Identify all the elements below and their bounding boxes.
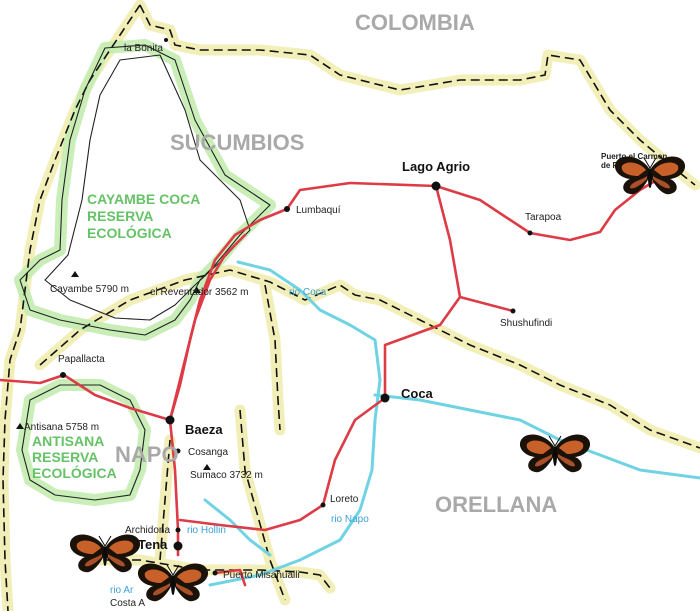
town-dots [60, 38, 533, 576]
reserve-cayambe-line3: ECOLÓGICA [87, 224, 172, 241]
town-lumbaqui: Lumbaquí [296, 205, 341, 216]
reserve-antisana-line2: RESERVA [32, 449, 98, 465]
town-puerto-misahualli: Puerto Misahualli [223, 570, 300, 581]
town-dot-icon [380, 393, 390, 403]
town-dot-icon [173, 541, 183, 551]
butterfly-icon [69, 533, 141, 573]
region-orellana: ORELLANA [435, 492, 557, 517]
peaks [16, 271, 211, 470]
roads [0, 173, 667, 587]
town-tena: Tena [138, 537, 168, 552]
town-dot-icon [431, 181, 441, 191]
town-dot-icon [165, 415, 175, 425]
town-shushufindi: Shushufindi [500, 318, 552, 329]
reserve-outlines [19, 44, 271, 501]
peak-icon [71, 271, 79, 277]
butterfly-icon [519, 433, 591, 473]
town-puerto-carmen-line2: de P [601, 161, 619, 170]
region-colombia: COLOMBIA [355, 10, 475, 35]
reserve-antisana-line3: ECOLÓGICA [32, 464, 117, 481]
town-tarapoa: Tarapoa [525, 212, 562, 223]
reserve-antisana-line1: ANTISANA [32, 433, 104, 449]
peak-reventador-label: el Reventador 3562 m [150, 287, 248, 298]
river-hollin-label: rio Hollin [187, 525, 226, 536]
peak-antisana-label: Antisana 5758 m [24, 422, 99, 433]
town-dot-icon [175, 448, 181, 454]
town-coca: Coca [401, 386, 434, 401]
town-dot-icon [164, 38, 168, 42]
town-dot-icon [527, 230, 533, 236]
town-dot-icon [212, 570, 218, 576]
peak-sumaco-label: Sumaco 3732 m [190, 470, 263, 481]
town-papallacta: Papallacta [58, 354, 105, 365]
peak-cayambe-label: Cayambe 5790 m [50, 284, 129, 295]
town-puerto-carmen-line1: Puerto el Carmen [601, 152, 667, 161]
town-cosanga: Cosanga [188, 447, 228, 458]
river-coca-label: rio Coca [289, 287, 327, 298]
town-dot-icon [60, 372, 66, 378]
town-costa: Costa A [110, 598, 145, 609]
border-lines [2, 4, 700, 611]
town-la-bonita: la Bonita [124, 43, 163, 54]
peak-icon [203, 464, 211, 470]
town-dot-icon [175, 527, 181, 533]
region-napo: NAPO [115, 442, 179, 467]
town-dot-icon [510, 308, 516, 314]
town-lago-agrio: Lago Agrio [402, 159, 470, 174]
town-baeza: Baeza [185, 422, 223, 437]
reserve-cayambe-line2: RESERVA [87, 208, 153, 224]
town-dot-icon [320, 502, 326, 508]
river-arajuno-label: rio Ar [110, 585, 134, 596]
town-loreto: Loreto [330, 494, 359, 505]
rivers [203, 260, 700, 587]
town-dot-icon [284, 206, 290, 212]
butterfly-icon [614, 155, 686, 195]
town-archidona: Archidona [125, 525, 170, 536]
river-napo-label: rio Napo [331, 514, 369, 525]
reserve-cayambe-line1: CAYAMBE COCA [87, 191, 200, 207]
peak-icon [16, 423, 24, 429]
peak-icon [193, 287, 201, 293]
region-sucumbios: SUCUMBIOS [170, 130, 304, 155]
